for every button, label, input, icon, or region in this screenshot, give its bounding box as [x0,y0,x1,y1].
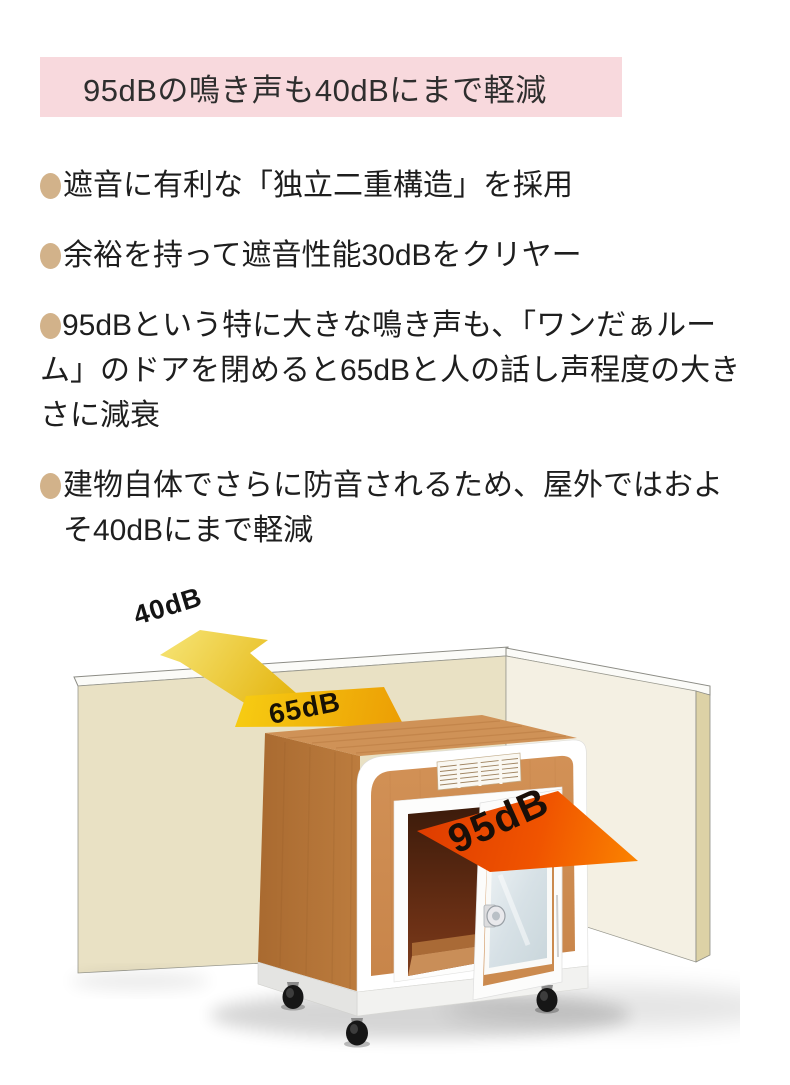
side-grain [279,741,353,990]
house-roof [265,715,577,756]
bullet-item-double-structure: 遮音に有利な「独立二重構造」を採用 [40,163,752,208]
casters [281,982,559,1048]
bullet-text: 建物自体でさらに防音されるため、屋外ではおよそ40dBにまで軽減 [63,469,723,547]
soundproof-house-illustration: 40dB 65dB [60,555,785,1080]
roof-grain [287,720,567,754]
floor-shadows [70,972,785,1039]
house-side-panel [258,733,360,992]
bullet-item-outdoor-40db: 建物自体でさらに防音されるため、屋外ではおよそ40dBにまで軽減 [40,463,752,553]
headline-text: 95dBの鳴き声も40dBにまで軽減 [83,72,547,108]
caster-wheel [344,1018,370,1048]
banner-65db [235,687,404,727]
caster-wheel [281,982,305,1011]
illustration-svg: 40dB 65dB [70,582,785,1048]
bullet-item-30db-clear: 余裕を持って遮音性能30dBをクリヤー [40,233,752,278]
bullet-marker-icon [40,243,61,269]
bullet-marker-icon [40,473,61,499]
bullet-text: 95dBという特に大きな鳴き声も、「ワンだぁルーム」のドアを閉めると65dBと人… [40,309,741,432]
caster-wheel [535,985,559,1014]
banner-95db [417,791,638,872]
house-base-side [257,961,358,1017]
feature-bullet-list: 遮音に有利な「独立二重構造」を採用 余裕を持って遮音性能30dBをクリヤー 95… [40,163,752,578]
bullet-marker-icon [40,313,61,339]
headline-banner: 95dBの鳴き声も40dBにまで軽減 [40,57,622,117]
right-wall-side-edge [695,690,711,963]
outdoor-level-label: 40dB [130,582,206,631]
bullet-text: 余裕を持って遮音性能30dBをクリヤー [63,239,582,272]
vent-grille [436,752,522,791]
bullet-marker-icon [40,173,61,199]
soundproof-pet-house [257,715,589,1048]
bullet-item-95db-to-65db: 95dBという特に大きな鳴き声も、「ワンだぁルーム」のドアを閉めると65dBと人… [40,303,752,438]
door-knob-icon [483,904,506,928]
bullet-text: 遮音に有利な「独立二重構造」を採用 [63,169,573,202]
